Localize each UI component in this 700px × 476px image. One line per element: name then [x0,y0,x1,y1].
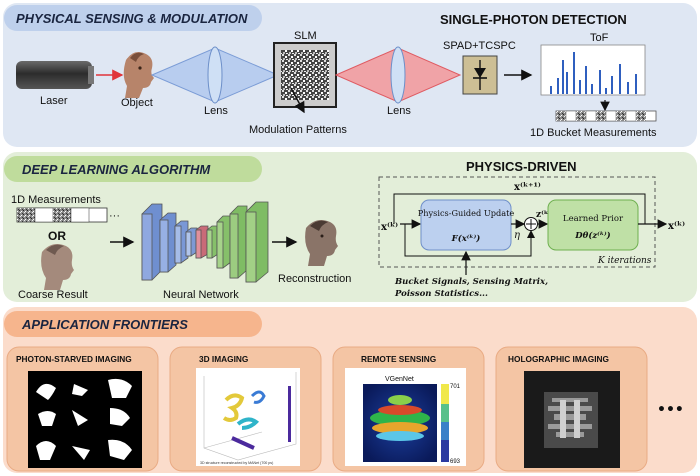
reconstruction-label: Reconstruction [278,273,351,285]
physics-title: PHYSICS-DRIVEN [466,159,577,174]
eta-label: η [514,230,520,241]
remote-sensing-plot-title: VGenNet [385,376,414,383]
photon-starved-image-grid [28,371,142,468]
feedback-loop-line [393,193,646,224]
sensing-header-pill [4,5,262,31]
spad-label: SPAD+TCSPC [443,40,516,52]
patterns-label: Modulation Patterns [249,124,347,136]
measurements-label: 1D Measurements [11,194,101,206]
remote-sensing-image [345,368,466,466]
measurements-strip [16,207,108,223]
slm-pattern [281,50,329,100]
xk-output-label: x⁽ᵏ⁾ [668,221,685,232]
guided-func: F(x⁽ᵏ⁾) [451,233,481,244]
zk-label: z⁽ᵏ⁾ [536,209,552,220]
slm-label: SLM [294,30,317,42]
reconstruction-image [305,220,338,266]
deep-header: DEEP LEARNING ALGORITHM [22,162,211,177]
tof-histogram [540,44,646,96]
lens1-icon [207,46,223,104]
measurements-dots: ··· [109,210,120,222]
app4-title: HOLOGRAPHIC IMAGING [508,354,609,364]
sum-node-icon [524,217,538,231]
xk1-label: x⁽ᵏ⁺¹⁾ [514,182,541,193]
sensing-header: PHYSICAL SENSING & MODULATION [16,11,248,26]
coarse-result-image [41,244,74,290]
or-label: OR [48,229,66,243]
3d-imaging-caption: 3D structure reconstructed by MANet (700… [200,461,273,465]
physics-guided-update-box [420,199,512,251]
bucket-measurements-strip [555,110,657,122]
inputs-line2: Poisson Statistics... [394,289,488,299]
guided-title: Physics-Guided Update [418,208,515,218]
network-label: Neural Network [163,289,239,301]
inputs-line1: Bucket Signals, Sensing Matrix, [394,277,548,287]
colorbar-min: 693 [450,459,461,465]
patterns-pointer-arrow [290,87,305,114]
detection-title: SINGLE-PHOTON DETECTION [440,12,627,27]
deep-header-pill [4,156,262,182]
laser-icon [16,61,94,89]
prior-title: Learned Prior [563,214,624,224]
laser-label: Laser [40,95,68,107]
object-bust-icon [123,52,154,98]
lens1-label: Lens [204,105,228,117]
iterations-label: K iterations [597,256,652,266]
app1-title-line: PHOTON-STARVED IMAGING [16,354,132,364]
colorbar-max: 701 [450,384,461,390]
object-label: Object [121,97,153,109]
deep-learning-panel [3,152,697,302]
xk-input-label: x⁽ᵏ⁾ [381,222,398,233]
holographic-image [524,371,620,468]
coarse-label: Coarse Result [18,289,88,301]
app2-title: 3D IMAGING [199,354,248,364]
neural-network-icon [141,201,269,283]
tof-label: ToF [590,32,609,44]
prior-func: Dθ(z⁽ᵏ⁾) [574,230,610,241]
app3-title: REMOTE SENSING [361,354,436,364]
3d-imaging-plot [196,368,300,466]
spad-detector-icon [462,55,498,95]
lens2-icon [390,46,406,104]
lens2-label: Lens [387,105,411,117]
learned-prior-box [547,199,639,251]
apps-header-pill [4,311,262,337]
physics-dashed-border [378,176,656,268]
apps-header: APPLICATION FRONTIERS [21,317,188,332]
bucket-label: 1D Bucket Measurements [530,127,657,139]
apps-more-ellipsis: ••• [657,402,684,418]
